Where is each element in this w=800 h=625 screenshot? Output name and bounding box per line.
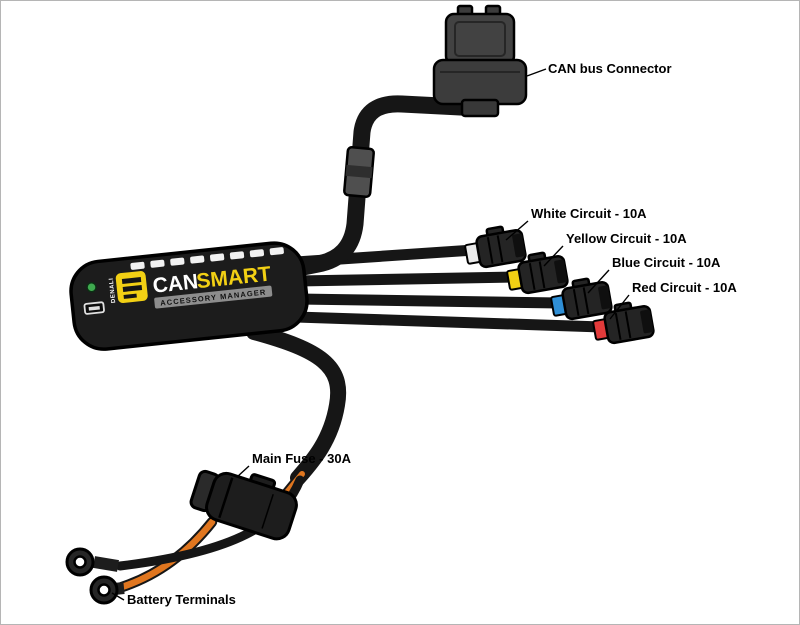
leader-battery: [111, 592, 125, 601]
white-circuit-connector: [464, 225, 527, 269]
label-red-circuit: Red Circuit - 10A: [632, 280, 737, 295]
cable-sleeve: [343, 146, 375, 198]
dash: [229, 251, 245, 260]
dash: [269, 247, 284, 256]
logo-bar: [122, 285, 143, 292]
logo-bar: [123, 293, 137, 299]
device-subtitle-bar: [154, 285, 273, 309]
ring-1-hole: [73, 555, 87, 569]
plug-end: [640, 309, 654, 334]
can-neck: [460, 98, 500, 118]
main-power-cable: [246, 324, 347, 486]
device-title-can: CAN: [152, 270, 200, 298]
blue-circuit-wire: [292, 293, 566, 309]
label-battery-terminals: Battery Terminals: [127, 592, 236, 607]
usb-port-tongue: [88, 306, 100, 311]
plug-ridge: [528, 262, 536, 290]
leader-yellow: [543, 245, 564, 267]
brand-text: DENALI: [109, 277, 118, 303]
label-yellow-circuit: Yellow Circuit - 10A: [566, 231, 687, 246]
plug-ridge: [582, 287, 590, 315]
label-main-fuse: Main Fuse - 30A: [252, 451, 352, 466]
sleeve-band: [345, 164, 373, 179]
leader-white: [505, 220, 529, 241]
battery-ring-terminal-1: [65, 547, 95, 577]
plug-ridge: [614, 312, 622, 340]
dash: [249, 249, 265, 258]
dash: [170, 257, 185, 266]
plug-ridge: [538, 261, 546, 289]
leader-blue: [587, 269, 610, 294]
plug-ridge: [496, 235, 504, 263]
fuse-seam: [218, 477, 234, 519]
plug-ridge: [624, 311, 632, 339]
plug-end: [554, 259, 568, 284]
denali-logo: DENALI: [109, 271, 148, 303]
plug-ridge: [572, 288, 580, 316]
ring-2-hole: [97, 583, 111, 597]
usb-port: [83, 301, 105, 315]
ring-crimp-1: [93, 556, 119, 572]
yellow-circuit-wire: [292, 271, 522, 287]
label-blue-circuit: Blue Circuit - 10A: [612, 255, 721, 270]
red-circuit-connector: [592, 301, 655, 345]
main-fuse-holder: [189, 469, 298, 541]
device-indicator-dashes: [130, 247, 284, 270]
can-upper-detail: [454, 21, 506, 57]
logo-bar: [121, 277, 142, 285]
plug-ridge: [486, 236, 494, 264]
label-white-circuit: White Circuit - 10A: [531, 206, 647, 221]
dash: [150, 259, 165, 268]
blue-circuit-connector: [550, 277, 613, 321]
plug-end: [598, 285, 612, 310]
dash: [209, 253, 225, 262]
can-bus-connector: [432, 4, 528, 118]
dash: [130, 261, 145, 270]
leader-can-bus: [526, 68, 547, 77]
dash: [190, 255, 205, 264]
can-skirt: [432, 58, 528, 106]
fuse-output-wire: [118, 518, 216, 591]
cansmart-controller: DENALI CAN SMART ACCESSORY MANAGER: [69, 241, 309, 351]
power-led: [86, 281, 97, 293]
fuse-rib: [261, 494, 274, 529]
plug-end: [512, 233, 526, 258]
label-can-bus: CAN bus Connector: [548, 61, 672, 76]
leader-red: [609, 294, 630, 320]
battery-ring-terminal-2: [89, 575, 119, 605]
yellow-circuit-connector: [506, 251, 569, 295]
leader-fuse: [236, 465, 250, 478]
red-circuit-wire: [290, 311, 608, 333]
